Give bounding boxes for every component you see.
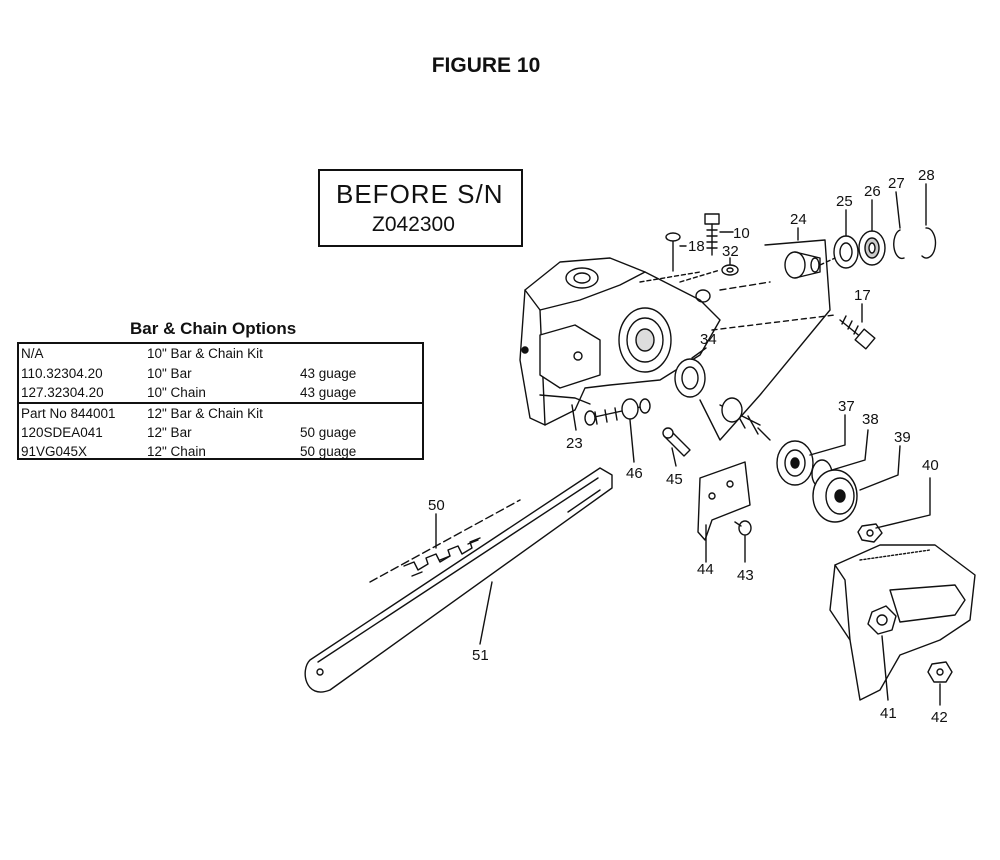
part-25-bearing bbox=[833, 235, 859, 269]
part-number: Part No 844001 bbox=[21, 406, 116, 421]
part-description: 10" Bar bbox=[147, 366, 192, 381]
part-37-gear bbox=[776, 440, 814, 486]
part-number: N/A bbox=[21, 346, 44, 361]
part-gauge: 50 guage bbox=[300, 444, 357, 459]
options-row: 120SDEA041 12" Bar 50 guage bbox=[19, 423, 422, 442]
callout-27: 27 bbox=[888, 175, 905, 192]
callout-28: 28 bbox=[918, 167, 935, 184]
part-44-tension-plate bbox=[697, 461, 751, 541]
part-description: 12" Chain bbox=[147, 444, 206, 459]
part-27-snap-ring bbox=[893, 229, 905, 260]
callout-38: 38 bbox=[862, 411, 879, 428]
figure-title: FIGURE 10 bbox=[431, 54, 541, 77]
options-row: 91VG045X 12" Chain 50 guage bbox=[19, 442, 422, 461]
callout-41: 41 bbox=[880, 705, 897, 722]
callout-32: 32 bbox=[722, 243, 739, 260]
callout-17: 17 bbox=[854, 287, 871, 304]
part-number: 91VG045X bbox=[21, 444, 88, 459]
part-34-bearing bbox=[674, 358, 706, 398]
part-23-gear-housing bbox=[519, 257, 721, 426]
part-18-screw bbox=[665, 232, 681, 272]
part-17-bolt bbox=[839, 315, 876, 350]
callout-34: 34 bbox=[700, 331, 717, 348]
part-gauge: 50 guage bbox=[300, 425, 357, 440]
serial-number-box: BEFORE S/N Z042300 bbox=[318, 169, 523, 247]
part-28-snap-ring bbox=[921, 227, 937, 259]
part-26-bearing bbox=[858, 230, 886, 266]
part-32-washer bbox=[721, 264, 739, 276]
serial-number: Z042300 bbox=[372, 213, 455, 236]
part-41-sprocket-cover bbox=[829, 544, 976, 701]
serial-label: BEFORE S/N bbox=[336, 179, 504, 209]
part-number: 127.32304.20 bbox=[21, 385, 104, 400]
callout-37: 37 bbox=[838, 398, 855, 415]
part-51-guide-bar bbox=[304, 467, 613, 693]
callout-42: 42 bbox=[931, 709, 948, 726]
options-row: N/A 10" Bar & Chain Kit bbox=[19, 344, 422, 363]
callout-26: 26 bbox=[864, 183, 881, 200]
part-10-screw bbox=[704, 213, 720, 256]
callout-25: 25 bbox=[836, 193, 853, 210]
part-46-bar-stud bbox=[584, 398, 651, 426]
part-description: 10" Chain bbox=[147, 385, 206, 400]
callout-10: 10 bbox=[733, 225, 750, 242]
callout-24: 24 bbox=[790, 211, 807, 228]
callout-50: 50 bbox=[428, 497, 445, 514]
part-45-tension-pin bbox=[662, 427, 691, 457]
callout-45: 45 bbox=[666, 471, 683, 488]
part-43-screw bbox=[734, 520, 752, 536]
callout-labels: 10 17 18 23 24 25 26 27 28 32 34 37 38 3… bbox=[428, 167, 948, 726]
callout-51: 51 bbox=[472, 647, 489, 664]
part-39-sprocket bbox=[812, 469, 858, 523]
part-50-saw-chain bbox=[369, 499, 521, 583]
part-number: 110.32304.20 bbox=[21, 366, 103, 381]
callout-43: 43 bbox=[737, 567, 754, 584]
callout-44: 44 bbox=[697, 561, 714, 578]
callout-46: 46 bbox=[626, 465, 643, 482]
bar-chain-options-table: N/A 10" Bar & Chain Kit 110.32304.20 10"… bbox=[17, 342, 424, 460]
options-group-10in: N/A 10" Bar & Chain Kit 110.32304.20 10"… bbox=[19, 344, 422, 402]
part-description: 10" Bar & Chain Kit bbox=[147, 346, 263, 361]
bar-chain-options-title: Bar & Chain Options bbox=[130, 319, 297, 338]
part-description: 12" Bar & Chain Kit bbox=[147, 406, 263, 421]
part-40-nut bbox=[857, 523, 883, 543]
part-description: 12" Bar bbox=[147, 425, 192, 440]
callout-leaders bbox=[435, 183, 941, 706]
options-group-12in: Part No 844001 12" Bar & Chain Kit 120SD… bbox=[19, 402, 422, 460]
part-number: 120SDEA041 bbox=[21, 425, 103, 440]
part-42-nut bbox=[927, 661, 953, 683]
options-row: 110.32304.20 10" Bar 43 guage bbox=[19, 364, 422, 383]
callout-18: 18 bbox=[688, 238, 705, 255]
part-gauge: 43 guage bbox=[300, 366, 357, 381]
callout-23: 23 bbox=[566, 435, 583, 452]
callout-40: 40 bbox=[922, 457, 939, 474]
callout-39: 39 bbox=[894, 429, 911, 446]
options-row: Part No 844001 12" Bar & Chain Kit bbox=[19, 404, 422, 423]
part-24-shaft-assembly bbox=[699, 239, 831, 441]
options-row: 127.32304.20 10" Chain 43 guage bbox=[19, 383, 422, 402]
part-gauge: 43 guage bbox=[300, 385, 357, 400]
